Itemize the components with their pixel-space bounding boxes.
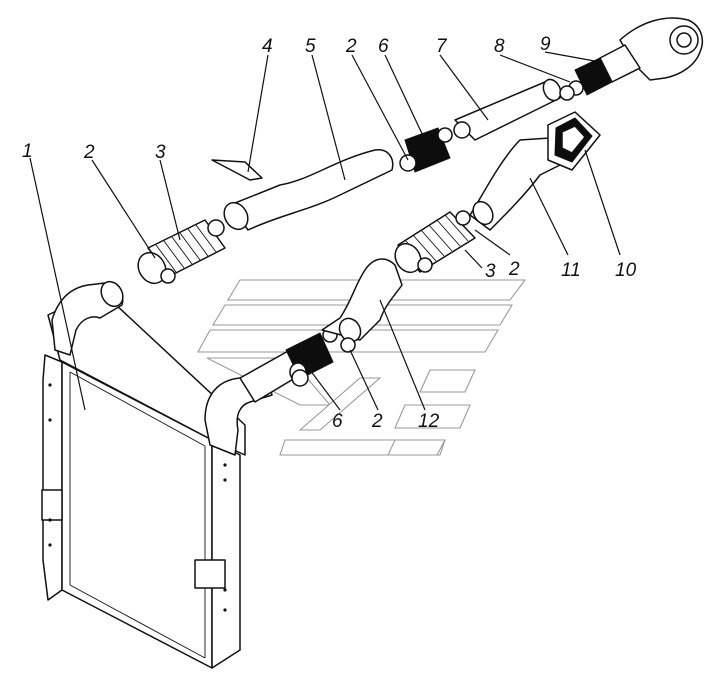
right-corrugated-hose: [394, 111, 601, 274]
callout-5: 5: [305, 36, 316, 57]
callout-11: 11: [561, 260, 581, 281]
callout-8: 8: [494, 36, 505, 57]
callout-6: 6: [332, 411, 343, 432]
callout-3: 3: [485, 261, 496, 282]
intercooler-radiator: [41, 280, 273, 669]
callout-6: 6: [378, 36, 389, 57]
callout-10: 10: [615, 260, 637, 281]
callout-12: 12: [418, 411, 440, 432]
leader-lines: [29, 51, 621, 411]
callout-4: 4: [262, 36, 273, 57]
callout-3: 3: [155, 142, 166, 163]
upper-hose-line: [137, 17, 704, 285]
callout-2: 2: [83, 142, 95, 163]
callout-2: 2: [508, 259, 520, 280]
callout-1: 1: [22, 141, 33, 162]
lower-hose-line: [239, 258, 403, 403]
callout-2: 2: [371, 411, 383, 432]
callout-9: 9: [540, 34, 551, 55]
callout-2: 2: [345, 36, 357, 57]
callout-7: 7: [436, 36, 448, 57]
callouts: 1 2 3 4 5 2 6 7 8 9 10 11 3 2 6 2 12: [22, 34, 637, 432]
